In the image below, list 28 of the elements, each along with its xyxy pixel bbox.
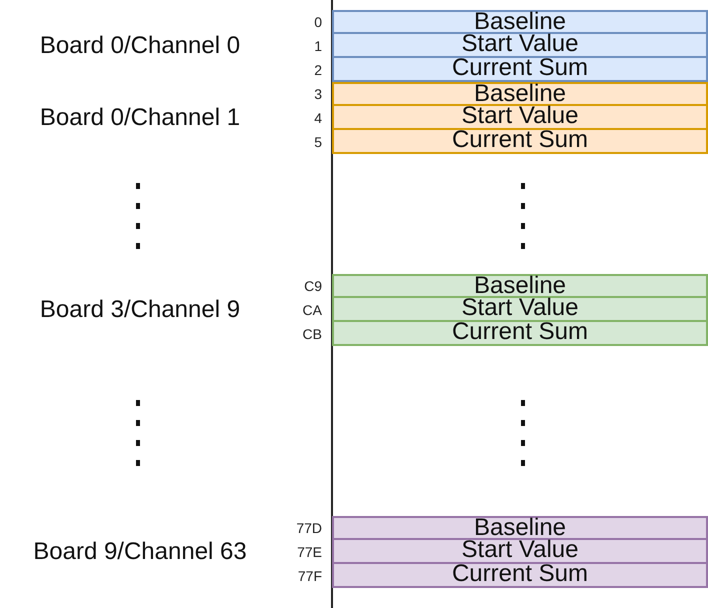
board-channel-label: Board 0/Channel 1 <box>38 104 242 132</box>
memory-cell: Baseline <box>332 516 708 540</box>
board-channel-label: Board 0/Channel 0 <box>38 32 242 60</box>
memory-cell: Baseline <box>332 10 708 34</box>
address-label: CB <box>302 326 322 342</box>
memory-cell: Current Sum <box>332 322 708 346</box>
address-label: 4 <box>313 110 322 126</box>
board-channel-label: Board 3/Channel 9 <box>38 296 242 324</box>
memory-cell: Start Value <box>332 34 708 58</box>
memory-cell: Current Sum <box>332 564 708 588</box>
memory-cell: Current Sum <box>332 58 708 82</box>
address-label: 77F <box>296 568 322 584</box>
address-label: 5 <box>313 134 322 150</box>
address-label: 77D <box>295 520 322 536</box>
memory-cell: Baseline <box>332 274 708 298</box>
memory-cell: Start Value <box>332 106 708 130</box>
address-label: 2 <box>313 62 322 78</box>
address-label: 0 <box>313 14 322 30</box>
address-label: 3 <box>313 86 322 102</box>
memory-cell: Baseline <box>332 82 708 106</box>
address-label: 77E <box>296 544 322 560</box>
address-label: CA <box>302 302 322 318</box>
memory-cell: Current Sum <box>332 130 708 154</box>
memory-cell: Start Value <box>332 540 708 564</box>
address-label: C9 <box>303 278 322 294</box>
memory-cell: Start Value <box>332 298 708 322</box>
address-label: 1 <box>313 38 322 54</box>
board-channel-label: Board 9/Channel 63 <box>32 538 248 566</box>
